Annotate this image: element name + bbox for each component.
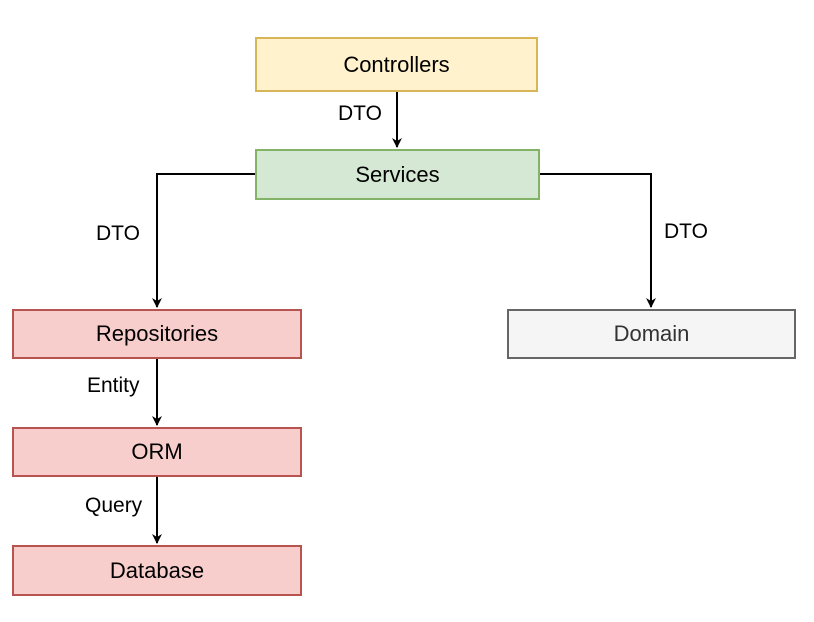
edge-label-orm-database: Query <box>85 494 143 518</box>
edge-label-controllers-services: DTO <box>338 102 382 126</box>
database-node[interactable]: Database <box>12 545 302 596</box>
edge-services-domain <box>540 173 656 308</box>
controllers-node[interactable]: Controllers <box>255 37 538 92</box>
orm-node[interactable]: ORM <box>12 427 302 477</box>
repositories-node[interactable]: Repositories <box>12 309 302 359</box>
edge-label-repositories-orm: Entity <box>87 374 140 398</box>
domain-node[interactable]: Domain <box>507 309 796 359</box>
edge-services-repositories <box>152 173 255 308</box>
edge-label-services-repositories: DTO <box>96 222 140 246</box>
services-node[interactable]: Services <box>255 149 540 200</box>
edge-label-services-domain: DTO <box>664 220 708 244</box>
